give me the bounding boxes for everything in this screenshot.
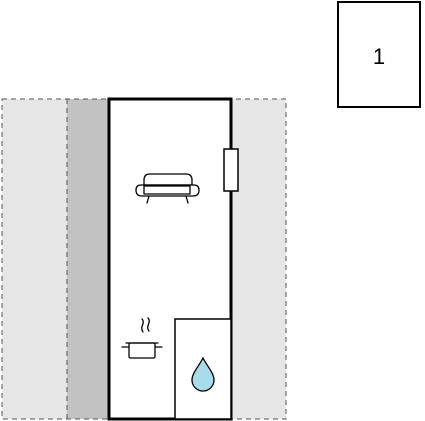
cooking-pot-icon xyxy=(121,317,163,359)
floor-badge: 1 xyxy=(337,1,421,108)
adjacent-unit-right xyxy=(231,99,286,419)
floor-number: 1 xyxy=(373,44,385,69)
corridor-strip xyxy=(67,99,109,419)
water-drop-icon xyxy=(191,356,215,392)
sofa-icon xyxy=(135,173,200,204)
dashed-boundary xyxy=(1,98,287,420)
radiator-icon xyxy=(223,148,239,192)
adjacent-unit-left xyxy=(2,99,67,419)
